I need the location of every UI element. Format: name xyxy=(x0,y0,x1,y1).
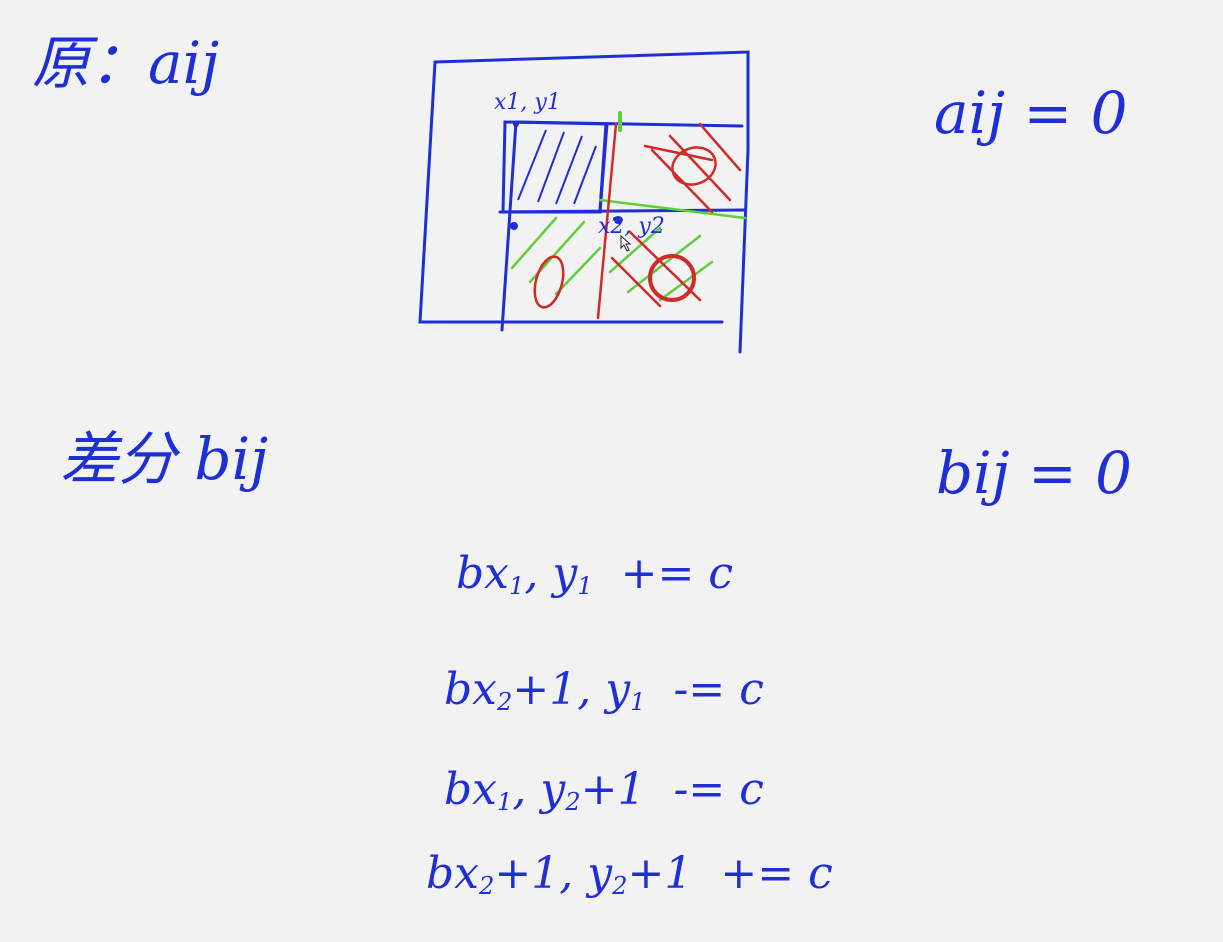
equation-1: bx1, y1 += c xyxy=(456,548,733,601)
eq1-rest: += c xyxy=(620,548,733,599)
eq1-y-sub: 1 xyxy=(577,572,593,601)
original-matrix-init: aij = 0 xyxy=(934,79,1128,147)
eq3-x: x xyxy=(472,764,497,815)
cursor-icon xyxy=(620,234,632,252)
hatched-region-top-left xyxy=(501,120,609,214)
eq2-rest: -= c xyxy=(673,664,764,715)
corner-label-bottom-right: x2, y2 xyxy=(598,214,665,239)
eq1-x: x xyxy=(484,548,509,599)
equation-2: bx2+1, y1 -= c xyxy=(444,664,764,717)
eq2-y: y xyxy=(605,664,631,715)
eq1-b: b xyxy=(456,548,485,599)
eq4-b: b xyxy=(426,848,455,899)
eq4-y-tail: +1 xyxy=(627,848,693,899)
eq1-y: y xyxy=(552,548,578,599)
corner-markers xyxy=(510,121,622,230)
eq4-rest: += c xyxy=(720,848,833,899)
eq2-b: b xyxy=(444,664,473,715)
green-hatching xyxy=(510,111,747,302)
red-annotations xyxy=(533,122,742,320)
eq4-x-sub: 2 xyxy=(479,872,495,901)
eq4-y-sub: 2 xyxy=(612,872,628,901)
difference-matrix-init: bij = 0 xyxy=(936,439,1133,507)
corner-label-top-left: x1, y1 xyxy=(494,90,561,115)
eq2-x-tail: +1 xyxy=(512,664,578,715)
original-matrix-label: 原：aij xyxy=(32,29,220,97)
eq4-y: y xyxy=(587,848,613,899)
eq3-y-sub: 2 xyxy=(565,788,581,817)
eq2-x: x xyxy=(472,664,497,715)
eq2-x-sub: 2 xyxy=(497,688,513,717)
eq3-y: y xyxy=(540,764,566,815)
eq1-x-sub: 1 xyxy=(509,572,525,601)
eq2-y-sub: 1 xyxy=(630,688,646,717)
eq3-y-tail: +1 xyxy=(580,764,646,815)
difference-matrix-label: 差分 bij xyxy=(60,425,269,493)
matrix-outline xyxy=(418,50,750,354)
equation-4: bx2+1, y2+1 += c xyxy=(426,848,833,901)
eq4-x: x xyxy=(454,848,479,899)
eq3-x-sub: 1 xyxy=(497,788,513,817)
eq3-rest: -= c xyxy=(673,764,764,815)
equation-3: bx1, y2+1 -= c xyxy=(444,764,764,817)
eq3-b: b xyxy=(444,764,473,815)
eq4-x-tail: +1 xyxy=(494,848,560,899)
